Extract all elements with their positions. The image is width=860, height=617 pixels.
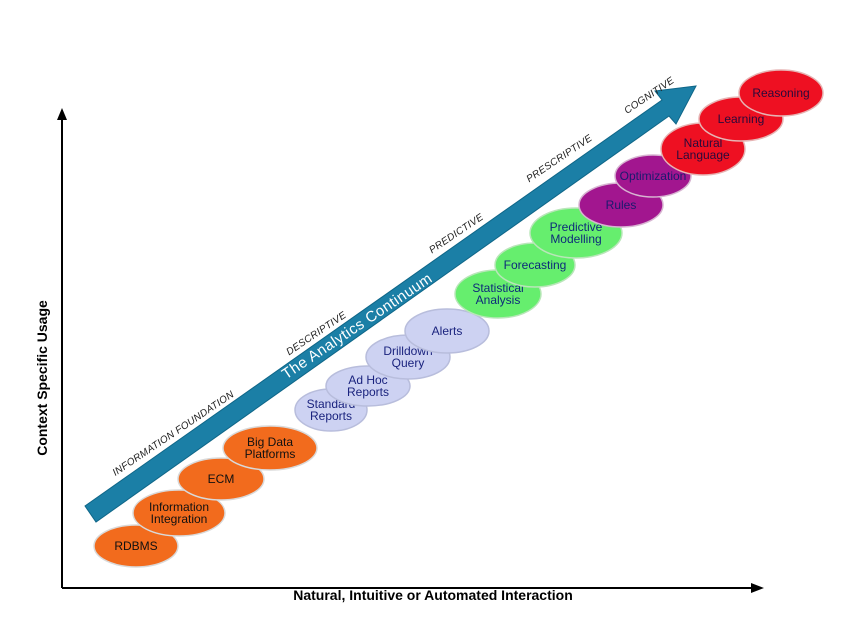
capability-label: Analysis — [476, 293, 521, 307]
capability-label: Reports — [310, 409, 352, 423]
capability-label: Ad Hoc — [348, 373, 387, 387]
capability-ellipse — [222, 425, 318, 471]
capability-ellipse — [93, 524, 179, 568]
capability-ellipse — [404, 308, 490, 354]
x-axis-arrowhead — [751, 583, 764, 593]
capability-label: Modelling — [550, 232, 601, 246]
capability-label: Predictive — [550, 220, 603, 234]
capability-label: RDBMS — [114, 539, 157, 553]
capability-ellipse — [738, 69, 824, 117]
capability-label: Reports — [347, 385, 389, 399]
capability-label: ECM — [208, 472, 235, 486]
capability-label: Language — [676, 148, 730, 162]
capability-label: Information — [149, 500, 209, 514]
capability-label: Forecasting — [504, 258, 567, 272]
capability-label: Reasoning — [752, 86, 809, 100]
analytics-continuum-banner: The Analytics Continuum — [84, 85, 697, 523]
capability-label: Natural — [684, 136, 723, 150]
capability-label: Optimization — [620, 169, 687, 183]
capability-ellipse — [132, 489, 226, 537]
capability-label: Query — [392, 356, 425, 370]
capability-alerts: Alerts — [404, 308, 490, 354]
capability-label: Learning — [718, 112, 765, 126]
y-axis-label: Context Specific Usage — [34, 300, 50, 456]
banner-arrow-shape — [84, 85, 697, 523]
capability-label: Rules — [606, 198, 637, 212]
stage-labels: INFORMATION FOUNDATION DESCRIPTIVE PREDI… — [111, 75, 677, 478]
capability-ellipse — [177, 457, 265, 501]
capability-ecm: ECM — [177, 457, 265, 501]
capability-label: Integration — [151, 512, 208, 526]
capability-label: Big Data — [247, 435, 293, 449]
x-axis-label: Natural, Intuitive or Automated Interact… — [293, 587, 573, 603]
capability-rdbms: RDBMS — [93, 524, 179, 568]
capability-label: Alerts — [432, 324, 463, 338]
y-axis-arrowhead — [57, 108, 67, 120]
capability-reasoning: Reasoning — [738, 69, 824, 117]
capability-label: Platforms — [245, 447, 296, 461]
capability-label: Statistical — [472, 281, 523, 295]
